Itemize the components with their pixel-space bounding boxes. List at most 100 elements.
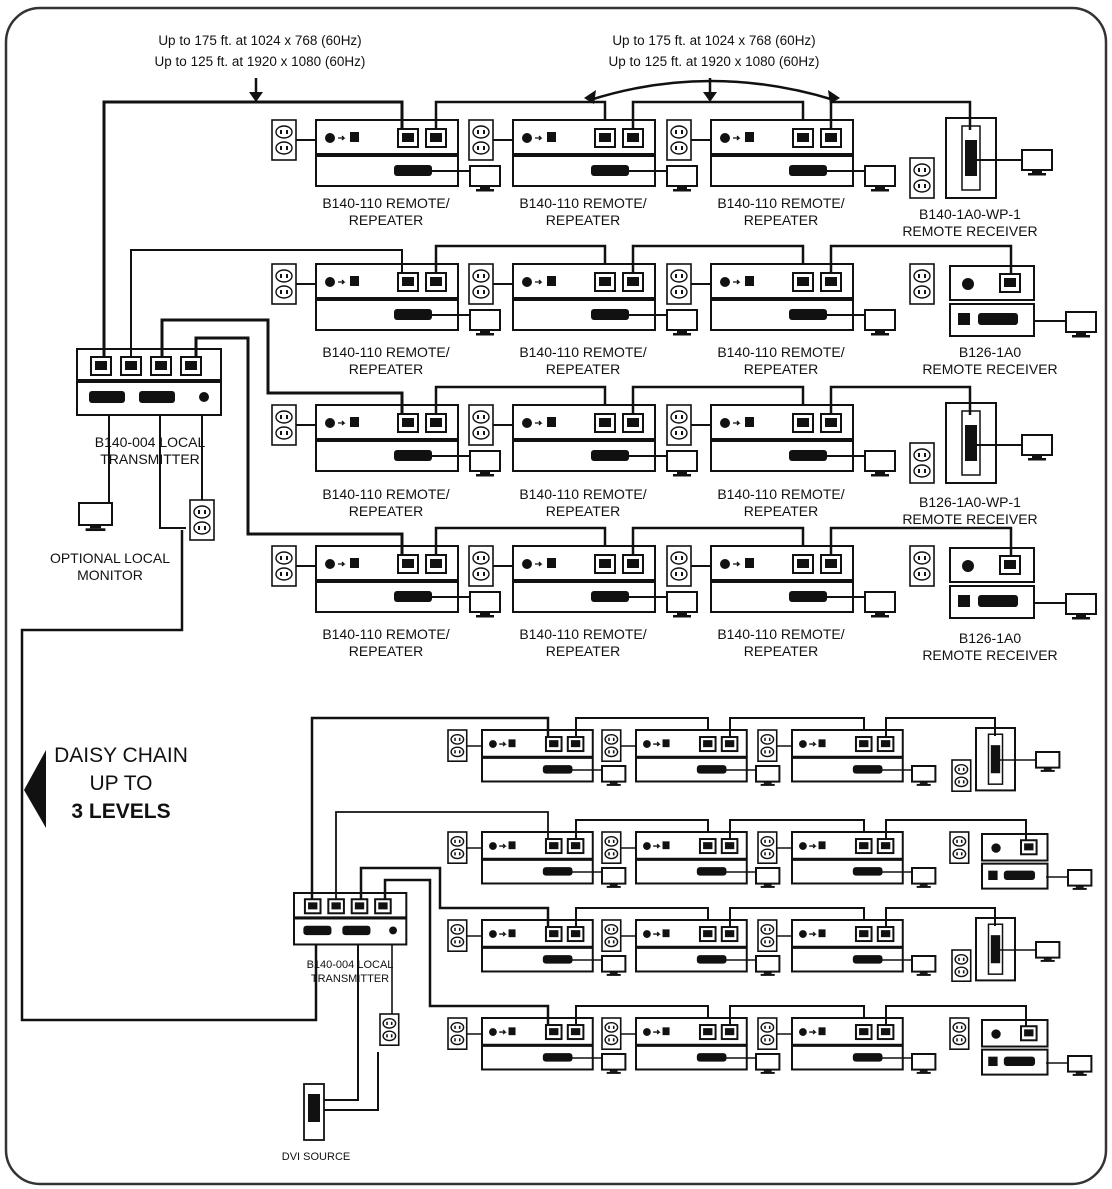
outlet-slot	[454, 927, 456, 931]
monitor-screen	[469, 591, 501, 613]
rj45-jack	[599, 418, 611, 427]
outlet-socket	[275, 269, 293, 283]
monitor-stand	[480, 471, 490, 474]
monitor-screen	[78, 502, 113, 526]
outlet-socket	[472, 410, 490, 424]
outlet-slot	[608, 852, 610, 856]
outlet-slot	[918, 184, 920, 188]
arrow	[338, 279, 346, 285]
arrow	[338, 420, 346, 426]
box-receiver	[949, 547, 1035, 619]
rj45-jack	[354, 902, 365, 910]
cable	[885, 907, 996, 927]
arrow	[535, 561, 543, 567]
monitor-stand	[763, 971, 772, 974]
outlet-socket	[760, 746, 775, 758]
monitor-stand	[677, 186, 687, 189]
outlet-slot	[458, 839, 461, 843]
repeater-label: B140-110 REMOTE/REPEATER	[717, 486, 845, 519]
repeater-unit	[791, 729, 904, 783]
outlet-slot	[483, 415, 485, 419]
power-outlet-icon	[757, 919, 778, 953]
outlet-slot	[612, 839, 615, 843]
power-jack	[325, 559, 335, 569]
cable	[729, 717, 865, 737]
arrow	[338, 561, 346, 567]
monitor-base	[606, 783, 621, 786]
cable	[434, 100, 607, 129]
outlet-slot	[681, 274, 683, 278]
outlet-slot	[483, 146, 485, 150]
arrow	[809, 931, 817, 937]
wallplate-port	[990, 745, 1001, 774]
outlet-slot	[280, 130, 282, 134]
power-outlet-icon	[447, 919, 468, 953]
outlet-socket	[450, 746, 465, 758]
monitor-base	[673, 615, 691, 618]
arrow	[535, 420, 543, 426]
outlet-socket	[604, 835, 619, 847]
power-jack	[325, 418, 335, 428]
power-outlet-icon	[757, 1017, 778, 1051]
power-outlet-icon	[909, 442, 935, 484]
monitor-base	[606, 885, 621, 888]
daisy-chain-arrow	[24, 750, 46, 828]
monitor-screen	[864, 309, 896, 331]
monitor-screen	[469, 165, 501, 187]
rj45-jack	[549, 842, 559, 850]
outlet-socket	[760, 1021, 775, 1033]
outlet-slot	[918, 556, 920, 560]
repeater-label: B140-110 REMOTE/REPEATER	[322, 195, 450, 228]
monitor-screen	[864, 591, 896, 613]
usb-port	[662, 739, 670, 748]
monitor-stand	[480, 612, 490, 615]
outlet-slot	[768, 839, 771, 843]
monitor-icon	[911, 765, 937, 786]
outlet-socket	[472, 426, 490, 440]
outlet-socket	[954, 966, 969, 978]
outlet-slot	[918, 274, 920, 278]
dvi-port	[591, 450, 629, 461]
outlet-slot	[764, 737, 766, 741]
rj45-jack	[703, 842, 713, 850]
cable	[434, 244, 607, 273]
cable	[359, 866, 550, 927]
power-outlet-icon	[468, 404, 494, 446]
outlet-slot	[483, 431, 485, 435]
outlet-slot	[918, 572, 920, 576]
monitor-base	[1040, 959, 1055, 962]
power-jack	[522, 133, 532, 143]
repeater-unit	[635, 919, 748, 973]
repeater-unit	[791, 1017, 904, 1071]
repeater-unit	[635, 729, 748, 783]
outlet-slot	[280, 415, 282, 419]
outlet-socket	[952, 1021, 967, 1033]
power-outlet-icon	[949, 831, 970, 865]
outlet-slot	[675, 146, 677, 150]
cable	[885, 819, 1027, 840]
rj45-jack	[797, 277, 809, 286]
rj45-jack	[724, 740, 735, 748]
outlet-slot	[958, 957, 960, 961]
cable	[160, 318, 404, 414]
outlet-socket	[472, 551, 490, 565]
monitor-screen	[1067, 1055, 1093, 1073]
monitor-base	[1072, 617, 1090, 620]
outlet-socket	[275, 426, 293, 440]
outlet-socket	[193, 521, 211, 535]
cable	[885, 1005, 1027, 1026]
outlet-slot	[675, 274, 677, 278]
usb-port	[350, 417, 359, 427]
monitor-base	[871, 474, 889, 477]
dvi-port	[542, 765, 573, 774]
power-jack	[325, 133, 335, 143]
second-transmitter	[293, 892, 408, 946]
arrow	[733, 135, 741, 141]
rj45-jack	[549, 930, 559, 938]
monitor-stand	[875, 330, 885, 333]
rj45-jack	[549, 740, 559, 748]
power-outlet-icon	[757, 831, 778, 865]
wallplate-port	[990, 935, 1001, 964]
outlet-slot	[477, 556, 479, 560]
